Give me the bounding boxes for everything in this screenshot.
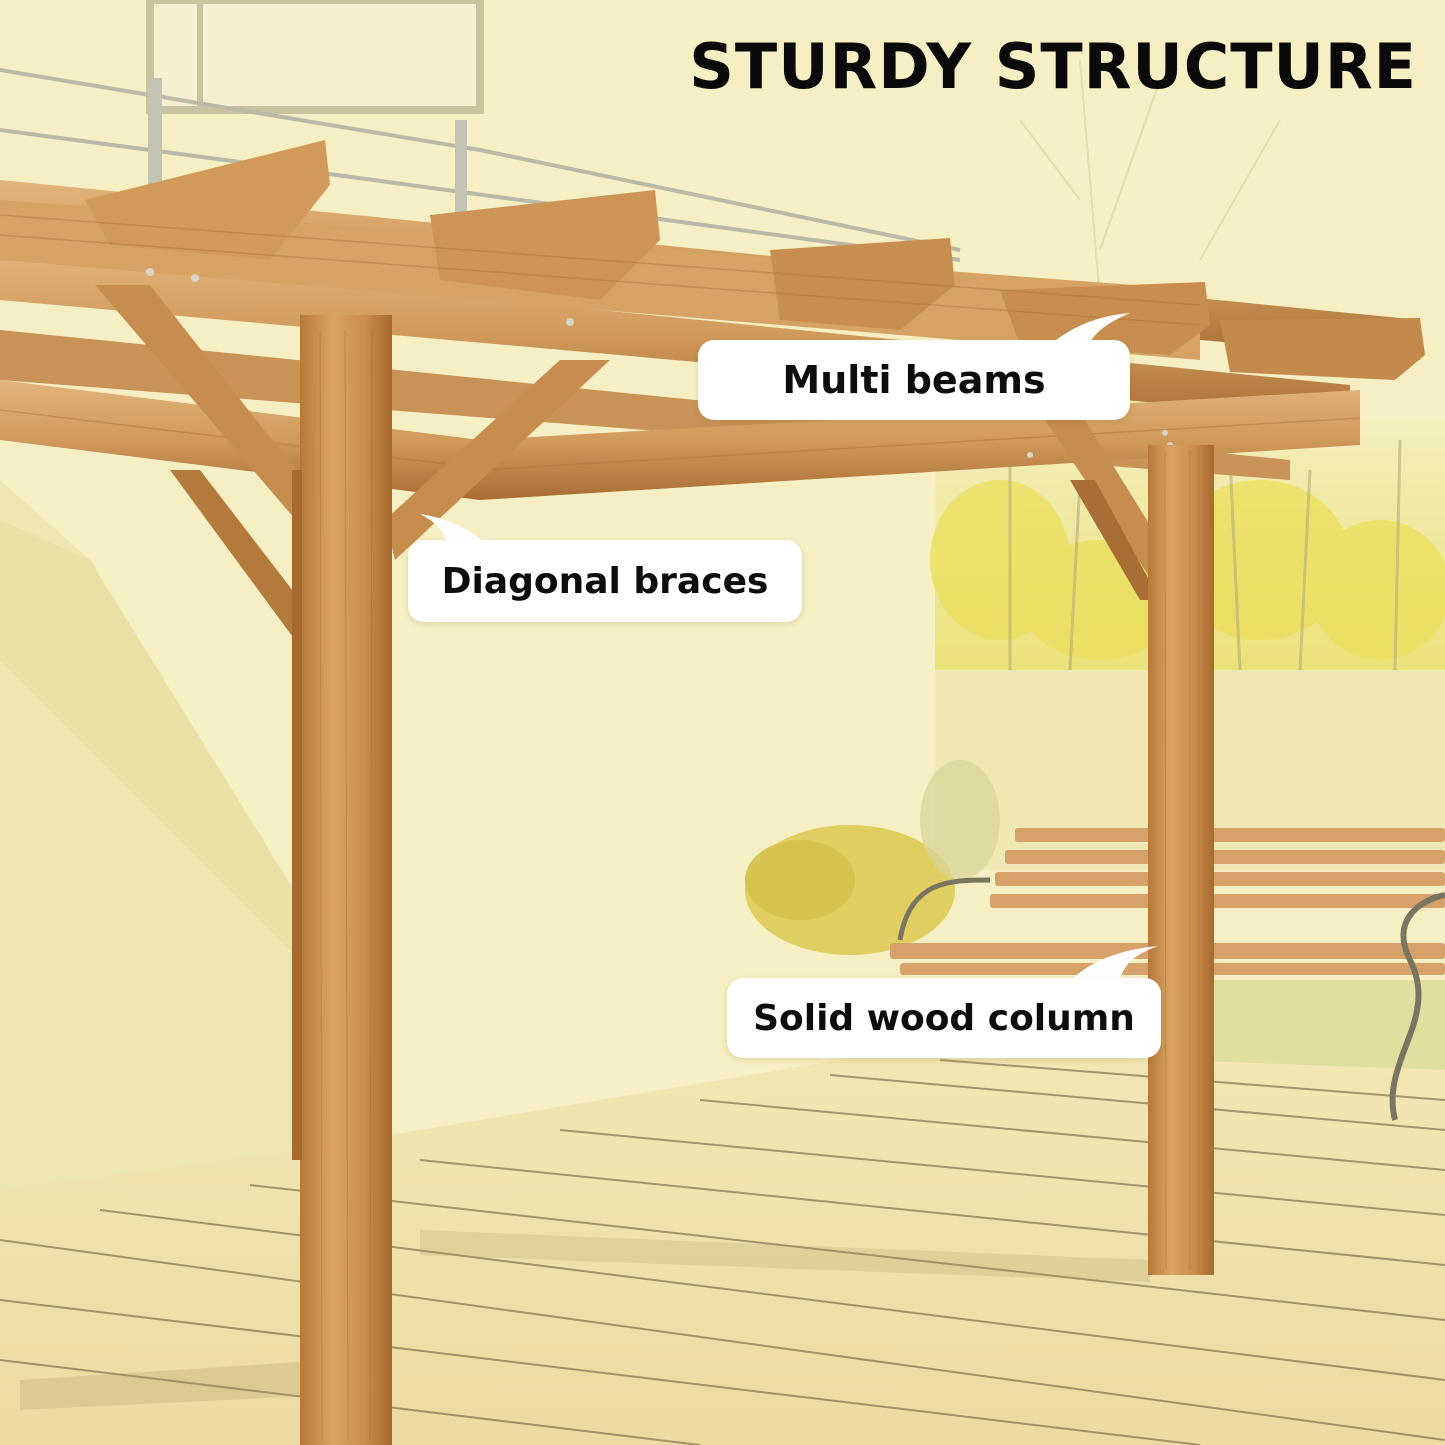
callout-multi-beams-label: Multi beams: [782, 358, 1046, 402]
lawn: [1210, 980, 1445, 1070]
right-column: [1148, 445, 1214, 1275]
garden-bench: [890, 828, 1445, 1121]
left-column: [292, 315, 392, 1445]
callout-diagonal-braces-label: Diagonal braces: [441, 560, 769, 602]
callout-multi-beams: Multi beams: [698, 340, 1130, 420]
callout-solid-wood-column: Solid wood column: [727, 978, 1161, 1058]
solid-wood-column-pointer-icon: [1065, 946, 1158, 986]
left-diagonal-braces: [95, 285, 610, 640]
callout-solid-wood-column-label: Solid wood column: [753, 997, 1135, 1039]
headline-title: STURDY STRUCTURE: [689, 30, 1417, 103]
callout-diagonal-braces: Diagonal braces: [408, 540, 802, 622]
